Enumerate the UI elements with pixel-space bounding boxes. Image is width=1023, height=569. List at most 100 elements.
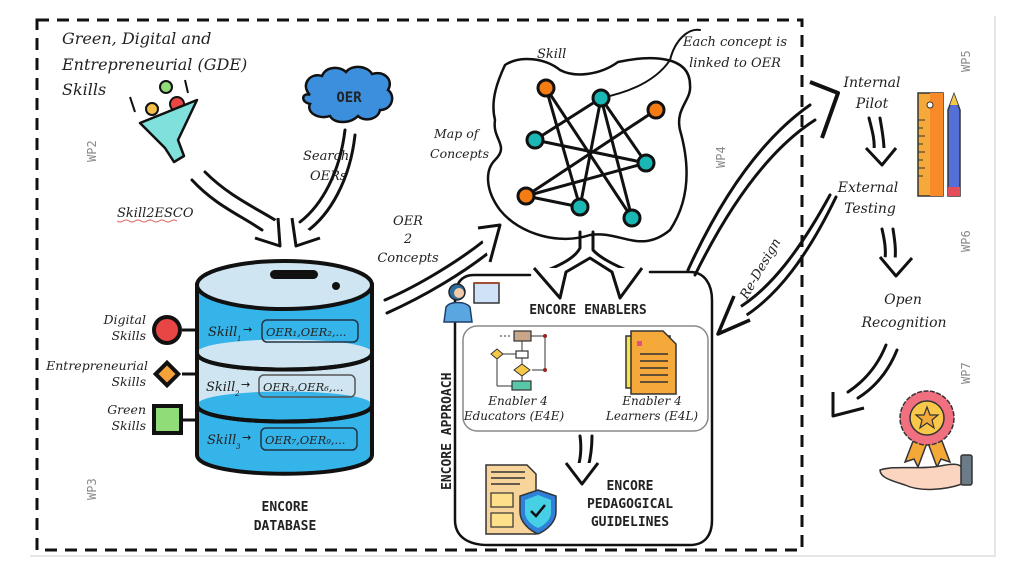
arrow-concepts-to-enablers xyxy=(532,230,644,300)
encore-database-icon xyxy=(195,259,374,476)
teacher-icon xyxy=(443,282,500,323)
open-recognition-label-2: Recognition xyxy=(860,315,946,331)
wp6-label: WP6 xyxy=(959,230,973,252)
external-testing-label-1: External xyxy=(837,180,899,196)
entrepreneurial-skills-label-1: Entrepreneurial xyxy=(45,358,148,373)
concept-node-teal xyxy=(622,208,642,228)
arrow-enablers-to-guidelines xyxy=(564,434,600,486)
digital-skills-label-2: Skills xyxy=(111,328,146,343)
arrow-db-to-concepts xyxy=(383,223,502,315)
green-skills-label-1: Green xyxy=(107,402,146,417)
flowchart-icon xyxy=(490,330,547,391)
wp5-label: WP5 xyxy=(959,50,973,72)
skill-label: Skill xyxy=(537,47,566,62)
enablers-inner-box xyxy=(462,325,709,432)
e4l-label-2: Learners (E4L) xyxy=(605,409,699,423)
red-circle-icon xyxy=(152,315,182,345)
entrepreneurial-skills-label-2: Skills xyxy=(111,374,146,389)
encore-approach-label: ENCORE APPROACH xyxy=(440,373,455,490)
e4l-label-1: Enabler 4 xyxy=(621,394,681,408)
database-label-1: ENCORE xyxy=(262,500,309,515)
green-skills-marker: Green Skills xyxy=(107,402,197,435)
guidelines-label-1: ENCORE xyxy=(607,479,654,494)
concept-edge xyxy=(534,138,647,165)
funnel-icon xyxy=(129,79,199,164)
db-row-oers: OER₁,OER₂,... xyxy=(266,325,346,339)
concept-node-teal xyxy=(525,130,545,150)
gde-title-line-2: Entrepreneurial (GDE) xyxy=(61,55,247,74)
db-row-oers: OER₃,OER₆,... xyxy=(263,380,343,394)
concept-edge xyxy=(534,96,602,142)
oer2concepts-label-1: OER xyxy=(393,214,423,229)
db-row-skill-sub: 1 xyxy=(237,335,241,343)
concept-node-orange xyxy=(536,78,556,98)
external-testing-label-2: Testing xyxy=(844,201,896,217)
digital-skills-marker: Digital Skills xyxy=(103,312,197,345)
internal-pilot-label-1: Internal xyxy=(843,75,901,91)
award-hand-icon xyxy=(879,390,973,491)
db-row-skill-sub: 2 xyxy=(234,390,240,398)
dashed-boundary xyxy=(35,18,804,552)
concept-node-orange xyxy=(516,186,536,206)
open-recognition-label-1: Open xyxy=(884,292,922,308)
arrow-redesign: Re-Design xyxy=(716,193,838,336)
db-row-skill-sub: 3 xyxy=(236,443,241,451)
arrow-testing-to-recognition xyxy=(878,227,914,278)
entrepreneurial-skills-marker: Entrepreneurial Skills xyxy=(45,358,197,389)
concept-edge xyxy=(525,161,647,198)
map-of-concepts-label-1: Map of xyxy=(433,126,481,141)
concept-map-blob xyxy=(486,56,692,243)
green-square-icon xyxy=(152,404,183,435)
each-concept-label-1: Each concept is xyxy=(682,35,787,50)
enablers-title: ENCORE ENABLERS xyxy=(529,303,647,318)
gde-title-line-1: Green, Digital and xyxy=(62,29,211,48)
concept-node-orange xyxy=(646,100,666,120)
guidelines-shield-icon xyxy=(485,464,557,535)
concept-edge xyxy=(599,97,648,164)
wp2-label: WP2 xyxy=(85,140,99,162)
db-row-3: Skill 3 → OER₇,OER₉,... xyxy=(207,427,358,451)
ruler-pencil-icon xyxy=(917,91,961,197)
arrow-cloud-to-db xyxy=(290,128,357,248)
oer-cloud-label: OER xyxy=(336,90,362,106)
orange-diamond-icon xyxy=(152,359,182,389)
wp3-label: WP3 xyxy=(85,478,99,500)
document-icon xyxy=(625,330,677,395)
concept-node-teal xyxy=(570,197,590,217)
concept-edge xyxy=(544,87,582,208)
internal-pilot-label-2: Pilot xyxy=(855,96,889,112)
db-row-1: Skill 1 → OER₁,OER₂,... xyxy=(208,319,359,343)
arrow-pilot-to-testing xyxy=(864,116,898,167)
gde-title: Green, Digital and Entrepreneurial (GDE)… xyxy=(61,29,247,99)
database-label-2: DATABASE xyxy=(254,519,317,534)
arrow-right-icon: → xyxy=(241,378,250,391)
arrow-to-internal-pilot xyxy=(686,80,840,277)
arrow-funnel-to-db xyxy=(190,170,282,248)
db-row-skill: Skill xyxy=(207,433,236,448)
e4e-label-1: Enabler 4 xyxy=(487,394,547,408)
callout-line xyxy=(600,28,701,99)
wp7-label: WP7 xyxy=(959,362,973,384)
db-row-oers: OER₇,OER₉,... xyxy=(265,433,345,447)
arrow-recognition-to-award xyxy=(831,343,899,418)
concept-graph xyxy=(516,78,666,228)
each-concept-label-2: linked to OER xyxy=(689,56,781,71)
db-row-2: Skill 2 → OER₃,OER₆,... xyxy=(206,374,356,398)
arrow-right-icon: → xyxy=(243,323,252,336)
arrow-right-icon: → xyxy=(242,431,251,444)
e4e-label-2: Educators (E4E) xyxy=(463,409,565,423)
guidelines-label-2: PEDAGOGICAL xyxy=(587,497,673,512)
oer2concepts-label-2: 2 xyxy=(403,232,412,247)
guidelines-label-3: GUIDELINES xyxy=(591,515,669,530)
gde-title-line-3: Skills xyxy=(62,80,106,99)
wp4-label: WP4 xyxy=(714,146,728,168)
oer-cloud-icon: OER xyxy=(302,65,394,124)
concept-node-teal xyxy=(636,153,656,173)
db-row-skill: Skill xyxy=(206,380,235,395)
map-of-concepts-label-2: Concepts xyxy=(430,146,489,161)
green-skills-label-2: Skills xyxy=(111,418,146,433)
oer2concepts-label-3: Concepts xyxy=(377,251,439,266)
spellcheck-underline xyxy=(116,219,178,223)
